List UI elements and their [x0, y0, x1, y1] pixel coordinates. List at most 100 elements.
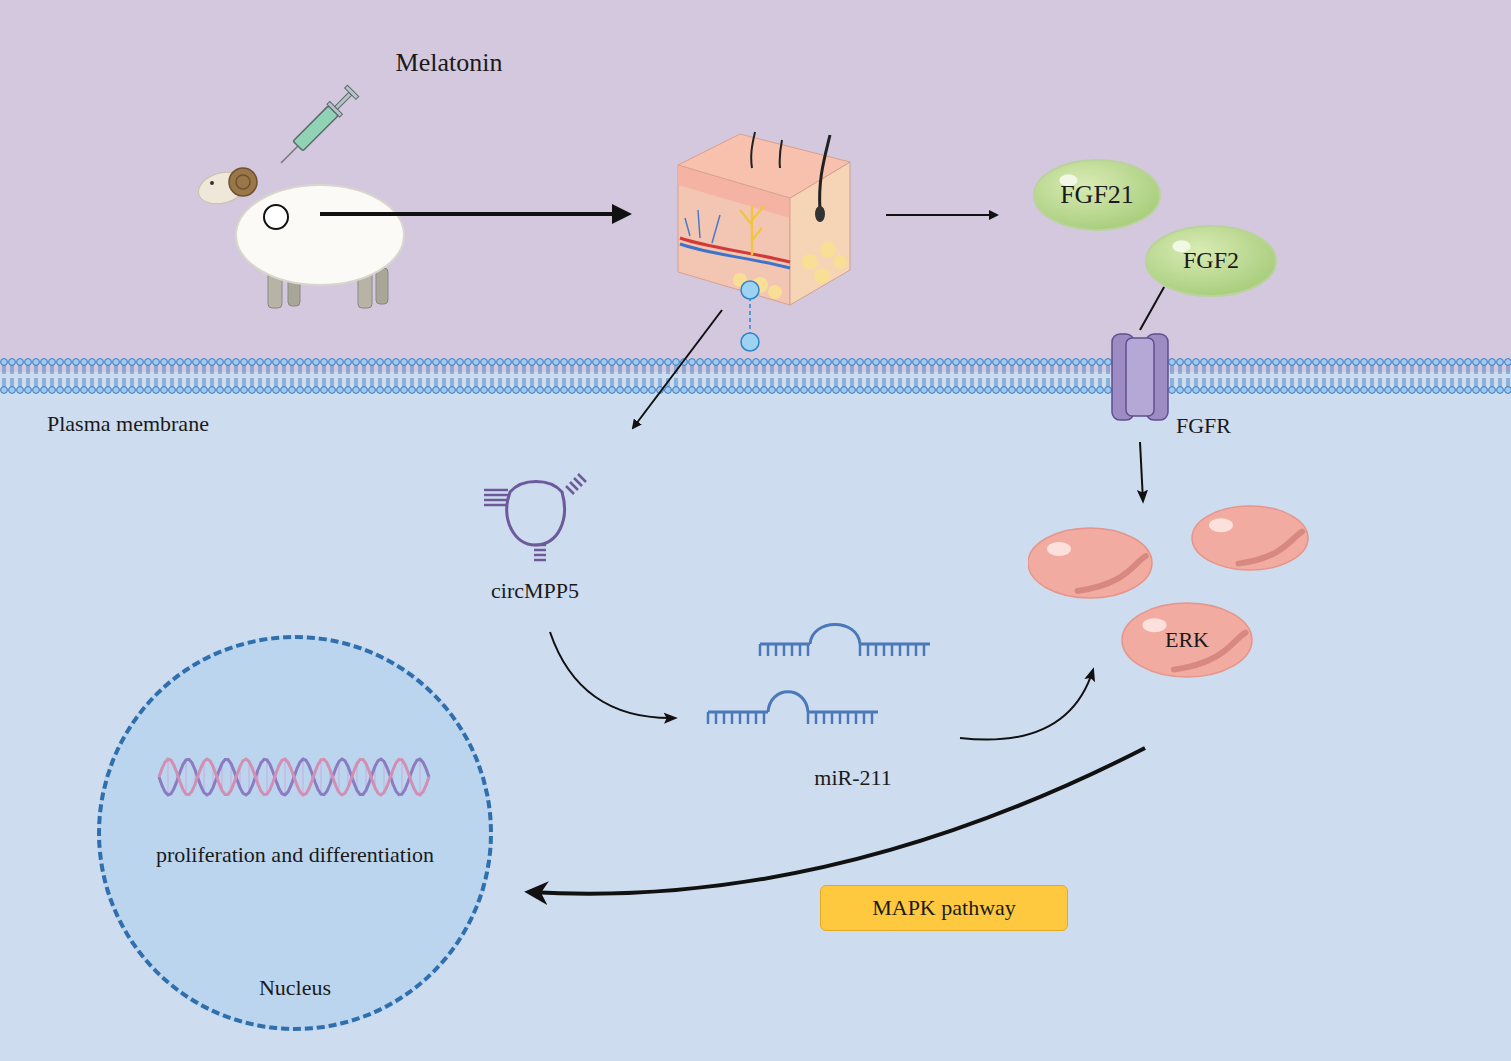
pathway-box: MAPK pathway — [820, 885, 1068, 931]
svg-part — [807, 644, 810, 656]
node-label: Melatonin — [372, 48, 526, 78]
svg-part — [678, 132, 850, 305]
svg-part — [860, 644, 930, 656]
svg-part — [345, 85, 359, 99]
svg-part — [203, 761, 205, 792]
svg-part — [302, 759, 304, 795]
svg-part — [708, 712, 768, 724]
svg-part — [195, 167, 404, 308]
svg-part — [741, 333, 759, 351]
drug-label: Melatonin — [372, 48, 526, 86]
svg-part — [740, 205, 764, 255]
svg-part — [775, 644, 778, 656]
svg-part — [855, 712, 858, 724]
svg-part — [863, 712, 866, 724]
svg-part — [275, 85, 360, 170]
svg-part — [534, 544, 546, 547]
svg-part — [633, 310, 722, 428]
svg-part — [484, 474, 586, 560]
ligand-ellipse: FGF21 — [1032, 158, 1162, 232]
svg-part — [1122, 603, 1252, 677]
svg-part — [383, 761, 385, 792]
kinase-group: ERK — [1028, 503, 1310, 680]
svg-part — [159, 759, 429, 795]
svg-part — [534, 559, 546, 562]
svg-part — [1126, 338, 1154, 416]
svg-part — [731, 712, 734, 724]
svg-part — [823, 712, 826, 724]
svg-part — [763, 712, 766, 724]
svg-part — [899, 644, 902, 656]
svg-part — [685, 210, 720, 243]
svg-part — [484, 499, 508, 502]
svg-part — [284, 759, 286, 795]
svg-part — [376, 268, 388, 304]
svg-part — [883, 644, 886, 656]
node-label: FGF21 — [1060, 180, 1134, 210]
svg-part — [820, 242, 836, 258]
svg-part — [783, 644, 786, 656]
svg-part — [320, 760, 322, 794]
region-label: Plasma membrane — [47, 411, 209, 436]
svg-part — [820, 135, 830, 210]
svg-part — [159, 759, 429, 795]
svg-part — [802, 254, 818, 270]
nucleus-circle: proliferation and differentiationNucleus — [97, 635, 493, 1031]
svg-part — [891, 644, 894, 656]
svg-part — [1192, 506, 1308, 570]
circrna: circMPP5 — [470, 450, 600, 610]
svg-part — [570, 482, 578, 490]
svg-part — [1238, 532, 1302, 564]
svg-part — [760, 644, 810, 656]
svg-part — [419, 759, 421, 795]
svg-part — [338, 761, 340, 792]
ligand-ellipse: FGF2 — [1144, 224, 1278, 298]
svg-part — [831, 712, 834, 724]
svg-part — [210, 181, 214, 185]
svg-part — [833, 255, 847, 269]
kinase-ellipses — [1028, 503, 1310, 680]
svg-part — [814, 268, 830, 284]
svg-part — [859, 644, 862, 656]
svg-part — [759, 644, 762, 656]
svg-part — [281, 146, 298, 163]
svg-part — [248, 761, 250, 792]
svg-part — [574, 478, 582, 486]
svg-part — [810, 625, 860, 645]
svg-part — [335, 92, 352, 109]
svg-part — [847, 712, 850, 724]
svg-part — [715, 712, 718, 724]
connector-arrow — [529, 748, 1145, 894]
svg-part — [264, 205, 288, 229]
node-label: circMPP5 — [491, 578, 579, 603]
svg-part — [860, 643, 930, 646]
svg-part — [566, 486, 574, 494]
svg-part — [723, 712, 726, 724]
svg-part — [1078, 556, 1146, 591]
connector-arrow — [960, 670, 1093, 740]
svg-part — [767, 644, 770, 656]
svg-part — [755, 712, 758, 724]
svg-part — [401, 760, 403, 794]
svg-part — [236, 185, 404, 285]
svg-part — [751, 132, 782, 168]
svg-part — [236, 175, 250, 189]
node-label: ERK — [1165, 627, 1209, 652]
node-label: MAPK pathway — [872, 895, 1016, 920]
mirna: miR-211 — [700, 610, 940, 795]
svg-part — [484, 489, 508, 492]
svg-part — [886, 214, 997, 216]
svg-part — [0, 372, 1511, 1061]
svg-part — [799, 644, 802, 656]
svg-part — [1146, 226, 1276, 296]
node-label: FGFR — [1176, 413, 1231, 438]
svg-part — [0, 0, 1511, 372]
svg-part — [871, 712, 874, 724]
svg-part — [791, 644, 794, 656]
svg-part — [534, 554, 546, 557]
svg-part — [907, 644, 910, 656]
svg-part — [808, 712, 878, 724]
svg-part — [815, 712, 818, 724]
svg-part — [707, 712, 710, 724]
